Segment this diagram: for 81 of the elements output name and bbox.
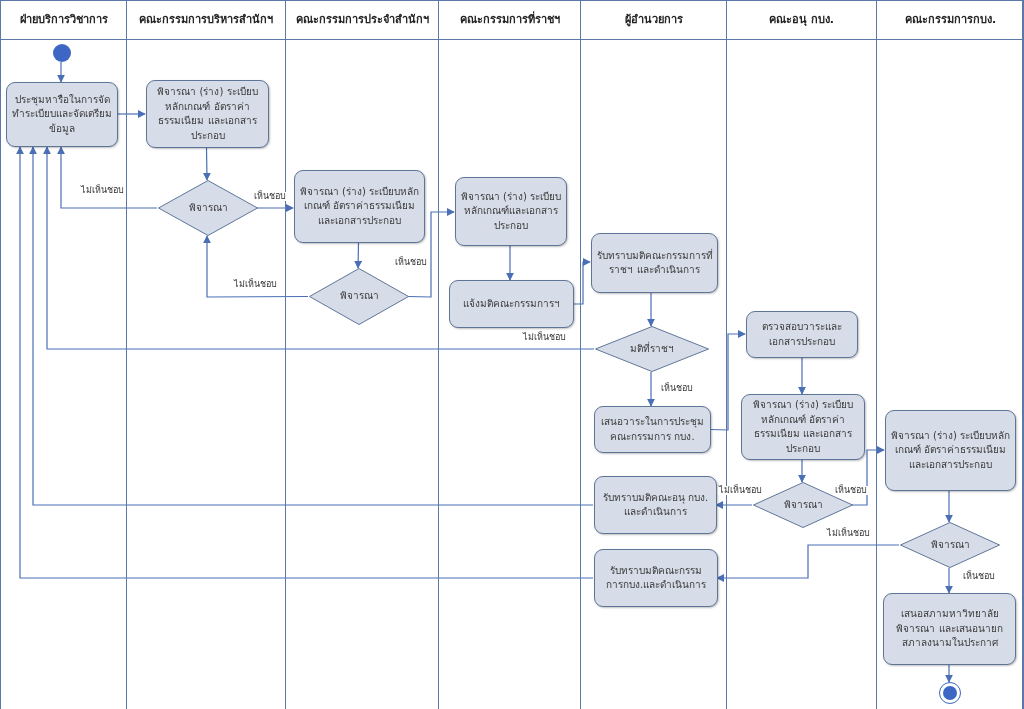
- flow-arrow: [256, 204, 294, 212]
- end-node: [939, 682, 961, 704]
- flow-arrow: [709, 330, 746, 431]
- decision-label: พิจารณา: [783, 497, 823, 512]
- process-box: [741, 394, 865, 460]
- edge-label: ไม่เห็นชอบ: [233, 280, 278, 289]
- lane-header: คณะกรรมการที่ราชฯ: [439, 0, 580, 40]
- flow-arrow: [407, 208, 455, 298]
- step-label: รับทราบมติคณะอนุ กบง. และดำเนินการ: [601, 490, 710, 519]
- decision-diamond: [900, 522, 1000, 568]
- process-box: [455, 177, 567, 246]
- edge-label: เห็นชอบ: [834, 486, 868, 495]
- edge-label: ไม่เห็นชอบ: [718, 486, 763, 495]
- process-box: [594, 476, 717, 534]
- process-box: [885, 410, 1016, 491]
- decision-label: พิจารณา: [930, 537, 970, 552]
- lane-header: ผู้อำนวยการ: [581, 0, 726, 40]
- swimlane: [0, 0, 126, 709]
- swimlane: [876, 0, 1024, 709]
- edge-label: ไม่เห็นชอบ: [80, 186, 125, 195]
- flow-arrow: [202, 147, 211, 181]
- step-label: ประชุมหารือในการจัดทำระเบียบและจัดเตรียมข้อมูล: [11, 92, 113, 137]
- step-label: พิจารณา (ร่าง) ระเบียบหลักเกณฑ์ อัตราค่าธรรมเนียม และเอกสารประกอบ: [890, 428, 1011, 472]
- flow-arrow: [506, 245, 514, 281]
- process-box: [591, 233, 718, 293]
- process-box: [294, 170, 425, 243]
- flow-arrow: [945, 664, 953, 683]
- step-label: รับทราบมติคณะกรรมการที่ราชฯ และดำเนินการ: [596, 248, 713, 277]
- process-box: [594, 549, 718, 607]
- step-label: พิจารณา (ร่าง) ระเบียบหลักเกณฑ์ อัตราค่าธรรมเนียม และเอกสารประกอบ: [299, 184, 420, 228]
- swimlane: [285, 0, 438, 709]
- flow-arrow: [851, 446, 885, 506]
- flow-arrow: [57, 61, 65, 83]
- decision-diamond: [309, 268, 409, 325]
- decision-diamond: [595, 326, 709, 372]
- decision-label: มติที่ราชฯ: [630, 341, 674, 356]
- process-box: [746, 311, 858, 358]
- process-box: [146, 80, 269, 148]
- lane-header: ฝ่ายบริการวิชาการ: [1, 0, 126, 40]
- edge-label: ไม่เห็นชอบ: [826, 529, 871, 538]
- flow-arrow: [798, 357, 806, 395]
- edge-label: เห็นชอบ: [394, 258, 428, 267]
- flow-arrow: [798, 459, 806, 483]
- process-box: [449, 280, 574, 328]
- edge-label: ไม่เห็นชอบ: [522, 333, 567, 342]
- flow-arrow: [203, 235, 309, 298]
- step-label: พิจารณา (ร่าง) ระเบียบหลักเกณฑ์ อัตราค่าธรรมเนียม และเอกสารประกอบ: [156, 85, 259, 143]
- start-node: [53, 44, 71, 62]
- process-box: [594, 406, 711, 453]
- flow-arrow: [647, 371, 655, 407]
- flow-arrow: [716, 544, 900, 582]
- edge-label: เห็นชอบ: [962, 572, 996, 581]
- edge-label: เห็นชอบ: [660, 384, 694, 393]
- decision-label: พิจารณา: [188, 200, 228, 215]
- swimlane: [438, 0, 580, 709]
- step-label: พิจารณา (ร่าง) ระเบียบหลักเกณฑ์ อัตราค่าธรรมเนียม และเอกสารประกอบ: [751, 398, 855, 456]
- flow-arrow: [29, 146, 594, 506]
- step-label: พิจารณา (ร่าง) ระเบียบหลักเกณฑ์และเอกสารประกอบ: [460, 189, 562, 233]
- flow-arrow: [43, 146, 595, 350]
- step-label: เสนอวาระในการประชุมคณะกรรมการ กบง.: [600, 415, 705, 444]
- edge-label: เห็นชอบ: [253, 192, 287, 201]
- flow-arrow: [945, 567, 953, 594]
- flow-arrow: [715, 501, 753, 509]
- flow-arrow: [647, 292, 655, 327]
- step-label: ตรวจสอบวาระและเอกสารประกอบ: [761, 320, 843, 349]
- step-label: เสนอสภามหาวิทยาลัยพิจารณา และเสนอนายกสภาลงนามในประกาศ: [895, 607, 1004, 651]
- flow-arrow: [57, 146, 158, 209]
- flow-arrow: [572, 258, 591, 305]
- lane-header: คณะกรรมการบริหารสำนักฯ: [127, 0, 285, 40]
- swimlane: [126, 0, 285, 709]
- decision-label: พิจารณา: [339, 289, 379, 304]
- step-label: รับทราบมติคณะกรรมการกบง.และดำเนินการ: [604, 563, 708, 592]
- flow-arrow: [354, 242, 363, 269]
- lane-header: คณะอนุ กบง.: [727, 0, 876, 40]
- flow-arrow: [16, 146, 594, 579]
- flow-arrow: [116, 110, 146, 118]
- lane-header: คณะกรรมการประจำสำนักฯ: [286, 0, 438, 40]
- process-box: [6, 82, 118, 147]
- step-label: แจ้งมติคณะกรรมการฯ: [463, 296, 560, 311]
- flow-arrow: [945, 490, 953, 523]
- process-box: [883, 593, 1016, 665]
